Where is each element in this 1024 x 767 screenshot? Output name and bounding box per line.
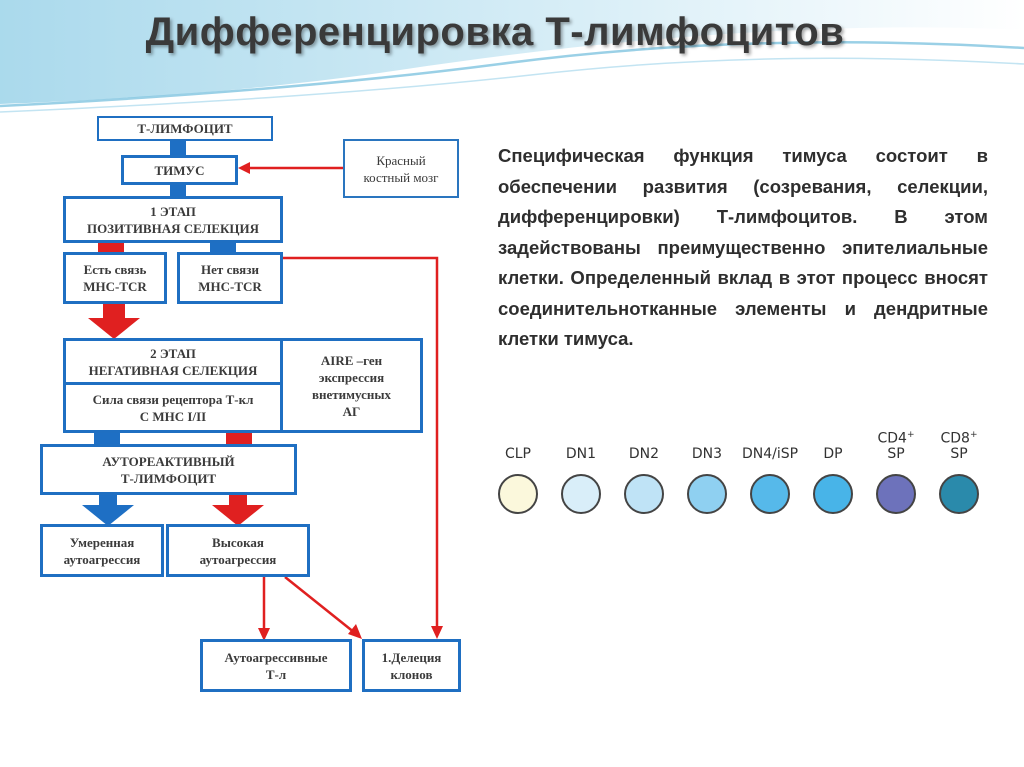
box-stage1-line1: 1 ЭТАП xyxy=(150,203,196,219)
box-aire-line1: AIRE –ген xyxy=(320,352,383,368)
header-wave-decoration xyxy=(0,0,1024,113)
arrow-to-moderate-shaft xyxy=(99,494,117,506)
cell-label-name: DN4/iSP xyxy=(735,447,805,462)
box-red-marrow: Красный костный мозг xyxy=(343,139,459,198)
box-high-line2: аутоагрессия xyxy=(199,551,277,567)
cell-label-text: DN1 xyxy=(565,446,597,462)
box-red-marrow-line1: Красный xyxy=(376,152,426,168)
cell-label-2: DN2 xyxy=(609,447,679,462)
connector-tl-thymus xyxy=(170,139,186,156)
box-deletion-line1: 1.Делеция xyxy=(381,649,442,665)
cell-label-text: DP xyxy=(823,446,843,462)
arrow-to-moderate-head xyxy=(82,505,134,526)
box-autoreactive: АУТОРЕАКТИВНЫЙ Т-ЛИМФОЦИТ xyxy=(40,444,297,495)
box-t-lymphocyte-label: Т-ЛИМФОЦИТ xyxy=(137,121,233,136)
cell-label-text: DN4/iSP xyxy=(741,446,799,462)
box-autoaggressive-line1: Аутоагрессивные xyxy=(224,649,328,665)
connector-stage2-autoreactive-right xyxy=(226,432,252,446)
cell-label-name: DN2 xyxy=(609,447,679,462)
box-aire-line4: АГ xyxy=(342,403,361,419)
cell-label-name: DN3 xyxy=(672,447,742,462)
box-moderate-line2: аутоагрессия xyxy=(63,551,141,567)
cell-label-sup: + xyxy=(906,430,915,440)
cell-label-6: CD4+SP xyxy=(861,428,931,462)
cell-circle-2 xyxy=(624,474,664,514)
box-thymus: ТИМУС xyxy=(121,155,238,185)
box-stage2: 2 ЭТАП НЕГАТИВНАЯ СЕЛЕКЦИЯ xyxy=(63,338,283,385)
box-autoreactive-line2: Т-ЛИМФОЦИТ xyxy=(120,470,217,486)
cell-label-7: CD8+SP xyxy=(924,428,994,462)
cell-label-text: CD4 xyxy=(877,430,907,447)
cell-label-4: DN4/iSP xyxy=(735,447,805,462)
cell-circle-4 xyxy=(750,474,790,514)
box-t-lymphocyte: Т-ЛИМФОЦИТ xyxy=(97,116,273,141)
box-has-link-line2: МНС-TCR xyxy=(83,279,147,294)
cell-label-text: DN3 xyxy=(691,446,723,462)
box-no-link-line1: Нет связи xyxy=(201,262,259,277)
box-stage1-line2: ПОЗИТИВНАЯ СЕЛЕКЦИЯ xyxy=(86,220,260,236)
box-aire: AIRE –ген экспрессия внетимусных АГ xyxy=(280,338,423,433)
cell-circle-7 xyxy=(939,474,979,514)
box-no-link-line2: МНС-TCR xyxy=(198,279,262,294)
cell-label-1: DN1 xyxy=(546,447,616,462)
cell-circle-1 xyxy=(561,474,601,514)
box-autoreactive-line1: АУТОРЕАКТИВНЫЙ xyxy=(102,453,235,469)
cell-circle-6 xyxy=(876,474,916,514)
box-deletion: 1.Делеция клонов xyxy=(362,639,461,692)
cell-label-text: CD8 xyxy=(940,430,970,447)
box-stage2-line1: 2 ЭТАП xyxy=(150,345,196,361)
box-aire-line3: внетимусных xyxy=(311,386,392,402)
connector-thymus-stage1 xyxy=(170,183,186,198)
box-deletion-line2: клонов xyxy=(390,666,433,682)
cell-circle-5 xyxy=(813,474,853,514)
cell-label-name: CLP xyxy=(483,447,553,462)
connector-stage2-autoreactive-left xyxy=(94,432,120,446)
cell-label-5: DP xyxy=(798,447,868,462)
arrow-to-high-head xyxy=(212,505,264,526)
box-red-marrow-line2: костный мозг xyxy=(363,169,439,185)
arrow-haslink-to-stage2-head xyxy=(88,318,140,339)
description-text: Специфическая функция тимуса состоит в о… xyxy=(498,145,988,349)
cell-label-name: DN1 xyxy=(546,447,616,462)
cell-label-name: CD4+ xyxy=(861,428,931,447)
box-moderate-line1: Умеренная xyxy=(69,534,135,550)
box-bond-strength-line1: Сила связи рецептора Т-кл xyxy=(92,391,254,407)
page-title: Дифференцировка Т-лимфоцитов xyxy=(145,10,845,54)
box-no-link: Нет связи МНС-TCR xyxy=(177,252,283,304)
box-has-link: Есть связь МНС-TCR xyxy=(63,252,167,304)
box-moderate: Умеренная аутоагрессия xyxy=(40,524,164,577)
connector-stage1-has-link xyxy=(98,241,124,253)
cell-label-name: CD8+ xyxy=(924,428,994,447)
cell-label-text: DN2 xyxy=(628,446,660,462)
box-autoaggressive-line2: Т-л xyxy=(265,666,287,682)
cell-label-sup: + xyxy=(969,430,978,440)
box-thymus-label: ТИМУС xyxy=(154,162,205,178)
connector-stage1-no-link xyxy=(210,241,236,253)
cell-label-name: DP xyxy=(798,447,868,462)
box-bond-strength: Сила связи рецептора Т-кл С МНС I/II xyxy=(63,382,283,433)
arrow-to-high-shaft xyxy=(229,494,247,506)
arrow-marrow-to-thymus-head xyxy=(238,162,250,174)
cell-label-line2: SP xyxy=(950,445,968,462)
box-aire-line2: экспрессия xyxy=(318,369,385,385)
cell-label-line2: SP xyxy=(887,445,905,462)
box-high-line1: Высокая xyxy=(212,534,264,550)
cell-label-text: CLP xyxy=(504,446,532,462)
cell-circle-3 xyxy=(687,474,727,514)
arrow-high-to-deletion xyxy=(284,576,356,634)
arrow-haslink-to-stage2-shaft xyxy=(103,303,125,319)
cell-circle-0 xyxy=(498,474,538,514)
cell-label-3: DN3 xyxy=(672,447,742,462)
box-has-link-line1: Есть связь xyxy=(83,262,147,277)
box-high: Высокая аутоагрессия xyxy=(166,524,310,577)
cell-label-0: CLP xyxy=(483,447,553,462)
box-stage1: 1 ЭТАП ПОЗИТИВНАЯ СЕЛЕКЦИЯ xyxy=(63,196,283,243)
box-stage2-line2: НЕГАТИВНАЯ СЕЛЕКЦИЯ xyxy=(88,362,258,378)
arrow-nolink-to-deletion xyxy=(283,256,439,628)
box-autoaggressive: Аутоагрессивные Т-л xyxy=(200,639,352,692)
box-bond-strength-line2: С МНС I/II xyxy=(139,408,207,424)
arrow-nolink-to-deletion-head xyxy=(431,626,443,639)
